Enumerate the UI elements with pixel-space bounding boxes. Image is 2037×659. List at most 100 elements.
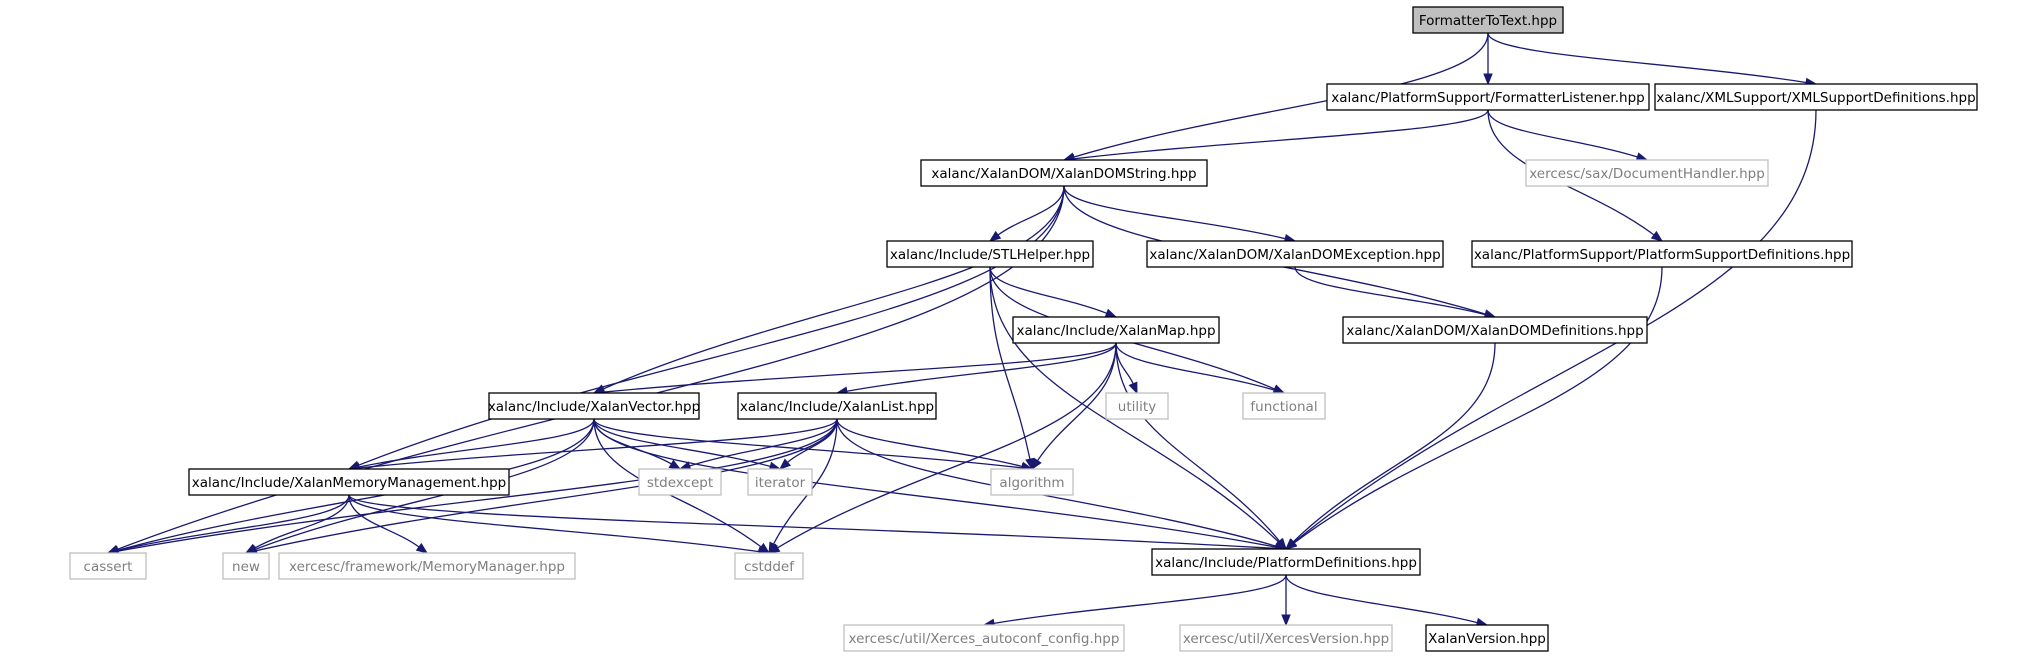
node-xalanversion[interactable]: XalanVersion.hpp — [1425, 624, 1549, 652]
edge-xalandomdefs-to-platformdefs — [1285, 342, 1496, 550]
node-label: utility — [1118, 399, 1156, 415]
edge-line — [593, 418, 1277, 548]
node-label: xalanc/Include/STLHelper.hpp — [890, 247, 1090, 263]
node-formatterlistener[interactable]: xalanc/PlatformSupport/FormatterListener… — [1326, 83, 1650, 111]
edge-xalanlist-to-cstddef — [768, 418, 838, 555]
node-xalanvector[interactable]: xalanc/Include/XalanVector.hpp — [488, 392, 700, 420]
node-xalanlist[interactable]: xalanc/Include/XalanList.hpp — [737, 392, 937, 420]
edge-line — [1292, 342, 1496, 543]
edge-xalanmemmgmt-to-cstddef — [348, 494, 771, 557]
node-xalandomdefs[interactable]: xalanc/XalanDOM/XalanDOMDefinitions.hpp — [1342, 316, 1648, 344]
edge-line — [593, 418, 771, 468]
node-box — [222, 552, 270, 580]
node-box — [69, 552, 147, 580]
edge-line — [689, 418, 838, 467]
edge-line — [1285, 574, 1478, 624]
edge-line — [846, 342, 1117, 392]
node-box — [488, 392, 700, 420]
node-formattertotext[interactable]: FormatterToText.hpp — [1412, 6, 1564, 34]
edge-xalanlist-to-iterator — [778, 418, 838, 470]
edge-xalanlist-to-algorithm — [836, 418, 1034, 471]
node-label: new — [232, 559, 260, 575]
node-stdexcept: stdexcept — [638, 468, 722, 496]
edge-line — [997, 185, 1065, 236]
edge-line — [117, 494, 350, 552]
edge-xalandomstring-to-xalanvector — [592, 185, 1065, 394]
node-box — [747, 468, 813, 496]
node-box — [990, 468, 1074, 496]
node-box — [1525, 159, 1769, 187]
node-stlhelper[interactable]: xalanc/Include/STLHelper.hpp — [886, 240, 1094, 268]
node-label: xercesc/framework/MemoryManager.hpp — [289, 559, 565, 575]
edge-arrowhead — [1104, 308, 1118, 318]
node-box — [1342, 316, 1648, 344]
node-xalandomexception[interactable]: xalanc/XalanDOM/XalanDOMException.hpp — [1146, 240, 1444, 268]
node-functional: functional — [1242, 392, 1326, 420]
edge-line — [1487, 32, 1807, 84]
node-label: xercesc/sax/DocumentHandler.hpp — [1529, 166, 1765, 182]
edge-line — [772, 418, 838, 545]
node-label: XalanVersion.hpp — [1428, 631, 1546, 647]
edge-xalanmap-to-xalanlist — [835, 342, 1117, 396]
edge-line — [117, 418, 838, 552]
node-label: functional — [1250, 399, 1317, 415]
edge-arrowhead — [768, 541, 778, 555]
edge-line — [348, 494, 760, 553]
edge-line — [1115, 342, 1281, 542]
node-platformdefs[interactable]: xalanc/Include/PlatformDefinitions.hpp — [1151, 548, 1421, 576]
edge-line — [593, 418, 1023, 469]
edge-line — [1073, 109, 1489, 160]
edge-arrowhead — [1031, 457, 1042, 471]
node-box — [1425, 624, 1549, 652]
node-label: xalanc/Include/XalanList.hpp — [740, 399, 934, 415]
edge-line — [358, 418, 838, 469]
edge-line — [593, 418, 672, 465]
edge-arrowhead — [415, 542, 429, 554]
node-label: xalanc/Include/XalanMap.hpp — [1016, 323, 1215, 339]
node-xmlsupportdefs[interactable]: xalanc/XMLSupport/XMLSupportDefinitions.… — [1654, 83, 1978, 111]
edge-arrowhead — [1483, 73, 1493, 86]
edge-line — [993, 574, 1287, 625]
edge-arrowhead — [1128, 381, 1138, 395]
node-xalanmap[interactable]: xalanc/Include/XalanMap.hpp — [1012, 316, 1220, 344]
edge-arrowhead — [1281, 614, 1291, 627]
edge-line — [348, 494, 420, 548]
node-box — [1471, 240, 1853, 268]
edge-line — [777, 342, 1117, 549]
edge-xalanmemmgmt-to-memorymanager — [348, 494, 429, 554]
node-label: xercesc/util/XercesVersion.hpp — [1183, 631, 1389, 647]
edge-line — [603, 342, 1117, 393]
node-box — [1012, 316, 1220, 344]
node-xalanmemmgmt[interactable]: xalanc/Include/XalanMemoryManagement.hpp — [188, 468, 510, 496]
node-box — [1179, 624, 1393, 652]
node-label: xalanc/Include/PlatformDefinitions.hpp — [1155, 555, 1417, 571]
edge-arrowhead — [1650, 230, 1664, 242]
edge-line — [1487, 109, 1638, 158]
node-label: cstddef — [744, 559, 795, 575]
edge-line — [254, 494, 350, 549]
node-label: FormatterToText.hpp — [1419, 13, 1557, 29]
edge-xalanmap-to-functional — [1115, 342, 1286, 395]
edge-line — [787, 418, 838, 463]
edge-xalandomstring-to-xalandomexception — [1063, 185, 1297, 244]
node-label: xalanc/XalanDOM/XalanDOMException.hpp — [1149, 247, 1440, 263]
edge-formatterlistener-to-xalandomstring — [1062, 109, 1489, 164]
node-platformsupportdefs[interactable]: xalanc/PlatformSupport/PlatformSupportDe… — [1471, 240, 1853, 268]
edge-formattertotext-to-formatterlistener — [1483, 33, 1493, 86]
edge-xalandomstring-to-stlhelper — [988, 185, 1065, 242]
edge-line — [1115, 342, 1275, 391]
edge-arrowhead — [668, 459, 682, 470]
edge-xalanmemmgmt-to-new — [244, 494, 350, 554]
node-xercesversion: xercesc/util/XercesVersion.hpp — [1179, 624, 1393, 652]
edge-xalandomstring-to-xalanmemmgmt — [347, 185, 1065, 470]
node-box — [1242, 392, 1326, 420]
edge-arrowhead — [1285, 538, 1297, 550]
node-xercesautoconf: xercesc/util/Xerces_autoconf_config.hpp — [843, 624, 1125, 652]
node-box — [1105, 392, 1169, 420]
edge-arrowhead — [244, 543, 258, 554]
node-new: new — [222, 552, 270, 580]
node-box — [1326, 83, 1650, 111]
node-xalandomstring[interactable]: xalanc/XalanDOM/XalanDOMString.hpp — [920, 159, 1208, 187]
node-box — [843, 624, 1125, 652]
node-box — [1146, 240, 1444, 268]
